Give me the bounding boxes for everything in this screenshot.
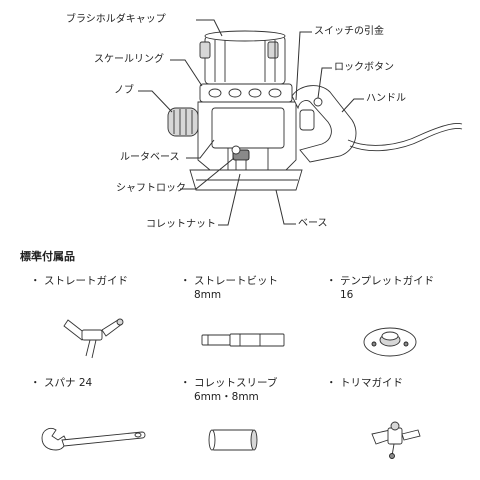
accessory-collet-sleeve: ・コレットスリーブ 6mm・8mm xyxy=(180,377,278,403)
accessory-straight-guide: ・ストレートガイド xyxy=(30,275,128,287)
label-knob: ノブ xyxy=(114,85,134,96)
label-scale-ring: スケールリング xyxy=(94,54,164,65)
knob xyxy=(167,107,199,137)
scale-ring xyxy=(199,83,293,103)
template-guide-illustration xyxy=(363,327,417,357)
accessory-trimmer-guide: ・トリマガイド xyxy=(326,377,403,389)
accessories-title: 標準付属品 xyxy=(20,250,75,263)
label-router-base: ルータベース xyxy=(120,152,180,163)
accessory-spanner: ・スパナ 24 xyxy=(30,377,93,389)
label-switch-trigger: スイッチの引金 xyxy=(314,26,384,37)
base-plate xyxy=(189,169,303,191)
accessory-straight-bit: ・ストレートビット 8mm xyxy=(180,275,278,301)
label-base: ベース xyxy=(298,218,328,229)
router-base-body xyxy=(197,101,297,171)
leader-lines xyxy=(138,19,364,226)
collet-area xyxy=(231,145,250,175)
handle-body xyxy=(291,85,463,163)
label-shaft-lock: シャフトロック xyxy=(116,183,186,194)
label-handle: ハンドル xyxy=(366,93,406,104)
spanner-illustration xyxy=(41,427,146,451)
router-diagram xyxy=(138,19,463,226)
accessory-template-guide: ・テンプレットガイド 16 xyxy=(326,275,435,301)
collet-sleeve-illustration xyxy=(208,429,258,451)
straight-bit-illustration xyxy=(201,333,285,347)
label-collet-nut: コレットナット xyxy=(146,219,216,230)
label-brush-holder-cap: ブラシホルダキャップ xyxy=(66,14,166,25)
straight-guide-illustration xyxy=(63,318,124,359)
label-lock-button: ロックボタン xyxy=(334,62,394,73)
trimmer-guide-illustration xyxy=(371,421,421,459)
motor-housing xyxy=(199,30,286,85)
